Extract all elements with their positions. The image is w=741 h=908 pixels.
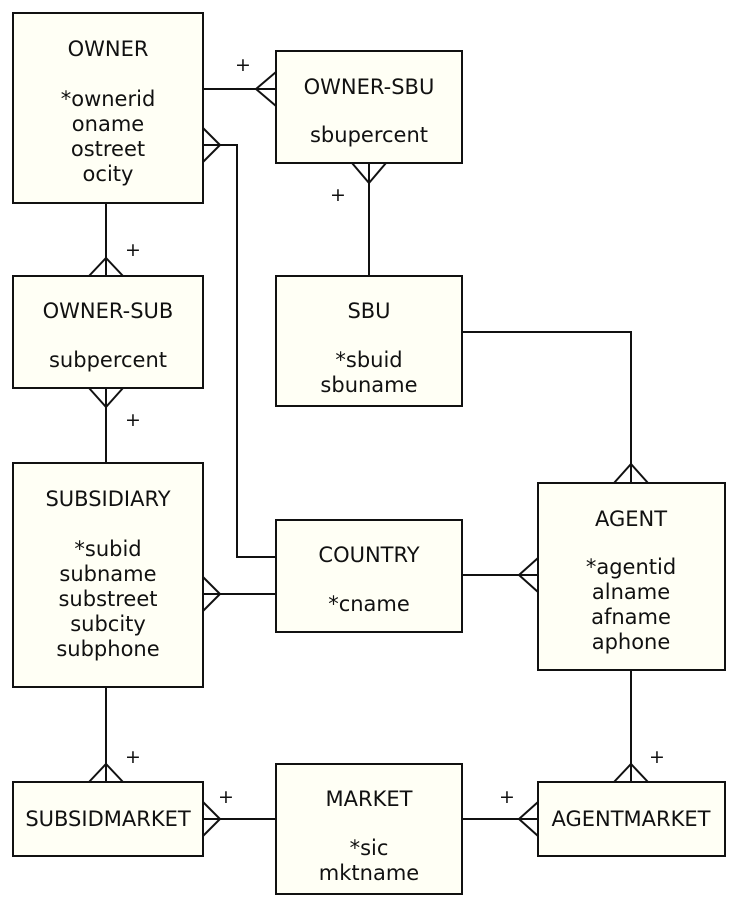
entity-owner-sub-attr: subpercent [49,348,167,372]
plus-owner-ownersbu: + [235,54,251,76]
entity-agent: AGENT *agentid alname afname aphone [537,482,726,671]
crowfoot-ownersub-top [88,256,124,277]
crowfoot-agent-left [517,557,539,593]
crowfoot-owner-right [202,127,222,163]
entity-agent-attr: afname [591,605,671,629]
entity-agentmarket-title: AGENTMARKET [551,807,710,831]
entity-owner-sub-title: OWNER-SUB [43,299,174,323]
plus-ownersbu-sbu: + [330,184,346,206]
plus-market-agentmarket: + [499,786,515,808]
entity-owner-title: OWNER [68,37,149,61]
crowfoot-ownersbu-left [254,71,277,107]
entity-agent-attr: alname [592,580,670,604]
crowfoot-agent-top [613,462,649,484]
entity-agent-title: AGENT [595,507,667,531]
rel-sbu-agent [462,331,632,483]
entity-subsidmarket-title: SUBSIDMARKET [25,807,191,831]
plus-subsidmarket-market: + [218,786,234,808]
entity-owner-sbu: OWNER-SBU sbupercent [275,50,463,164]
plus-ownersub-subsidiary: + [125,409,141,431]
crowfoot-agentmarket-left [517,801,539,837]
entity-owner-sbu-box [275,50,463,164]
entity-subsidmarket: SUBSIDMARKET [12,781,204,857]
entity-owner-box [12,12,204,204]
entity-owner-attr: ocity [83,162,134,186]
entity-agent-box [537,482,726,671]
entity-country-box [275,519,463,633]
entity-market-title: MARKET [326,787,413,811]
entity-subsidiary-title: SUBSIDIARY [45,487,170,511]
relationship-lines: + + + + + + + [88,54,665,837]
entity-sbu-title: SBU [347,299,390,323]
entity-owner-sbu-attr: sbupercent [310,123,428,147]
entity-sbu: SBU *sbuid sbuname [275,275,463,407]
entity-sbu-attr: sbuname [320,373,417,397]
entity-owner-sbu-title: OWNER-SBU [304,75,435,99]
crowfoot-ownersub-bottom [88,387,124,409]
entity-country-title: COUNTRY [318,543,419,567]
entity-owner-attr: oname [72,112,144,136]
entity-market-box [275,763,463,895]
entity-owner-sub: OWNER-SUB subpercent [12,275,204,389]
entity-subsidiary: SUBSIDIARY *subid subname substreet subc… [12,462,204,688]
entity-sbu-box [275,275,463,407]
crowfoot-subsidmarket-right [202,801,222,837]
crowfoot-agentmarket-top [613,762,649,783]
plus-subsidiary-subsidmarket: + [125,746,141,768]
entity-owner-attr: *ownerid [61,87,156,111]
entity-market-attr: mktname [319,861,419,885]
entity-subsidiary-attr: substreet [58,587,157,611]
entity-country: COUNTRY *cname [275,519,463,633]
crowfoot-subsidmarket-top [88,762,124,783]
plus-agent-agentmarket: + [649,746,665,768]
entity-country-attr: *cname [328,592,410,616]
entity-market: MARKET *sic mktname [275,763,463,895]
entity-agentmarket-box [537,781,726,857]
entity-market-attr: *sic [350,836,389,860]
entity-subsidiary-attr: subname [59,562,156,586]
entity-subsidmarket-box [12,781,204,857]
entity-subsidiary-attr: subcity [70,612,146,636]
plus-owner-ownersub: + [125,239,141,261]
entity-agentmarket: AGENTMARKET [537,781,726,857]
crowfoot-ownersbu-bottom [351,162,387,185]
entity-owner-sub-box [12,275,204,389]
entity-agent-attr: aphone [592,630,671,654]
entity-subsidiary-attr: *subid [74,537,141,561]
entity-owner-attr: ostreet [71,137,145,161]
entity-owner: OWNER *ownerid oname ostreet ocity [12,12,204,204]
entity-sbu-attr: *sbuid [335,348,402,372]
entity-subsidiary-box [12,462,204,688]
rel-owner-country [203,144,276,558]
crowfoot-subsidiary-right [202,576,222,612]
entity-agent-attr: *agentid [586,555,676,579]
entity-subsidiary-attr: subphone [56,637,159,661]
